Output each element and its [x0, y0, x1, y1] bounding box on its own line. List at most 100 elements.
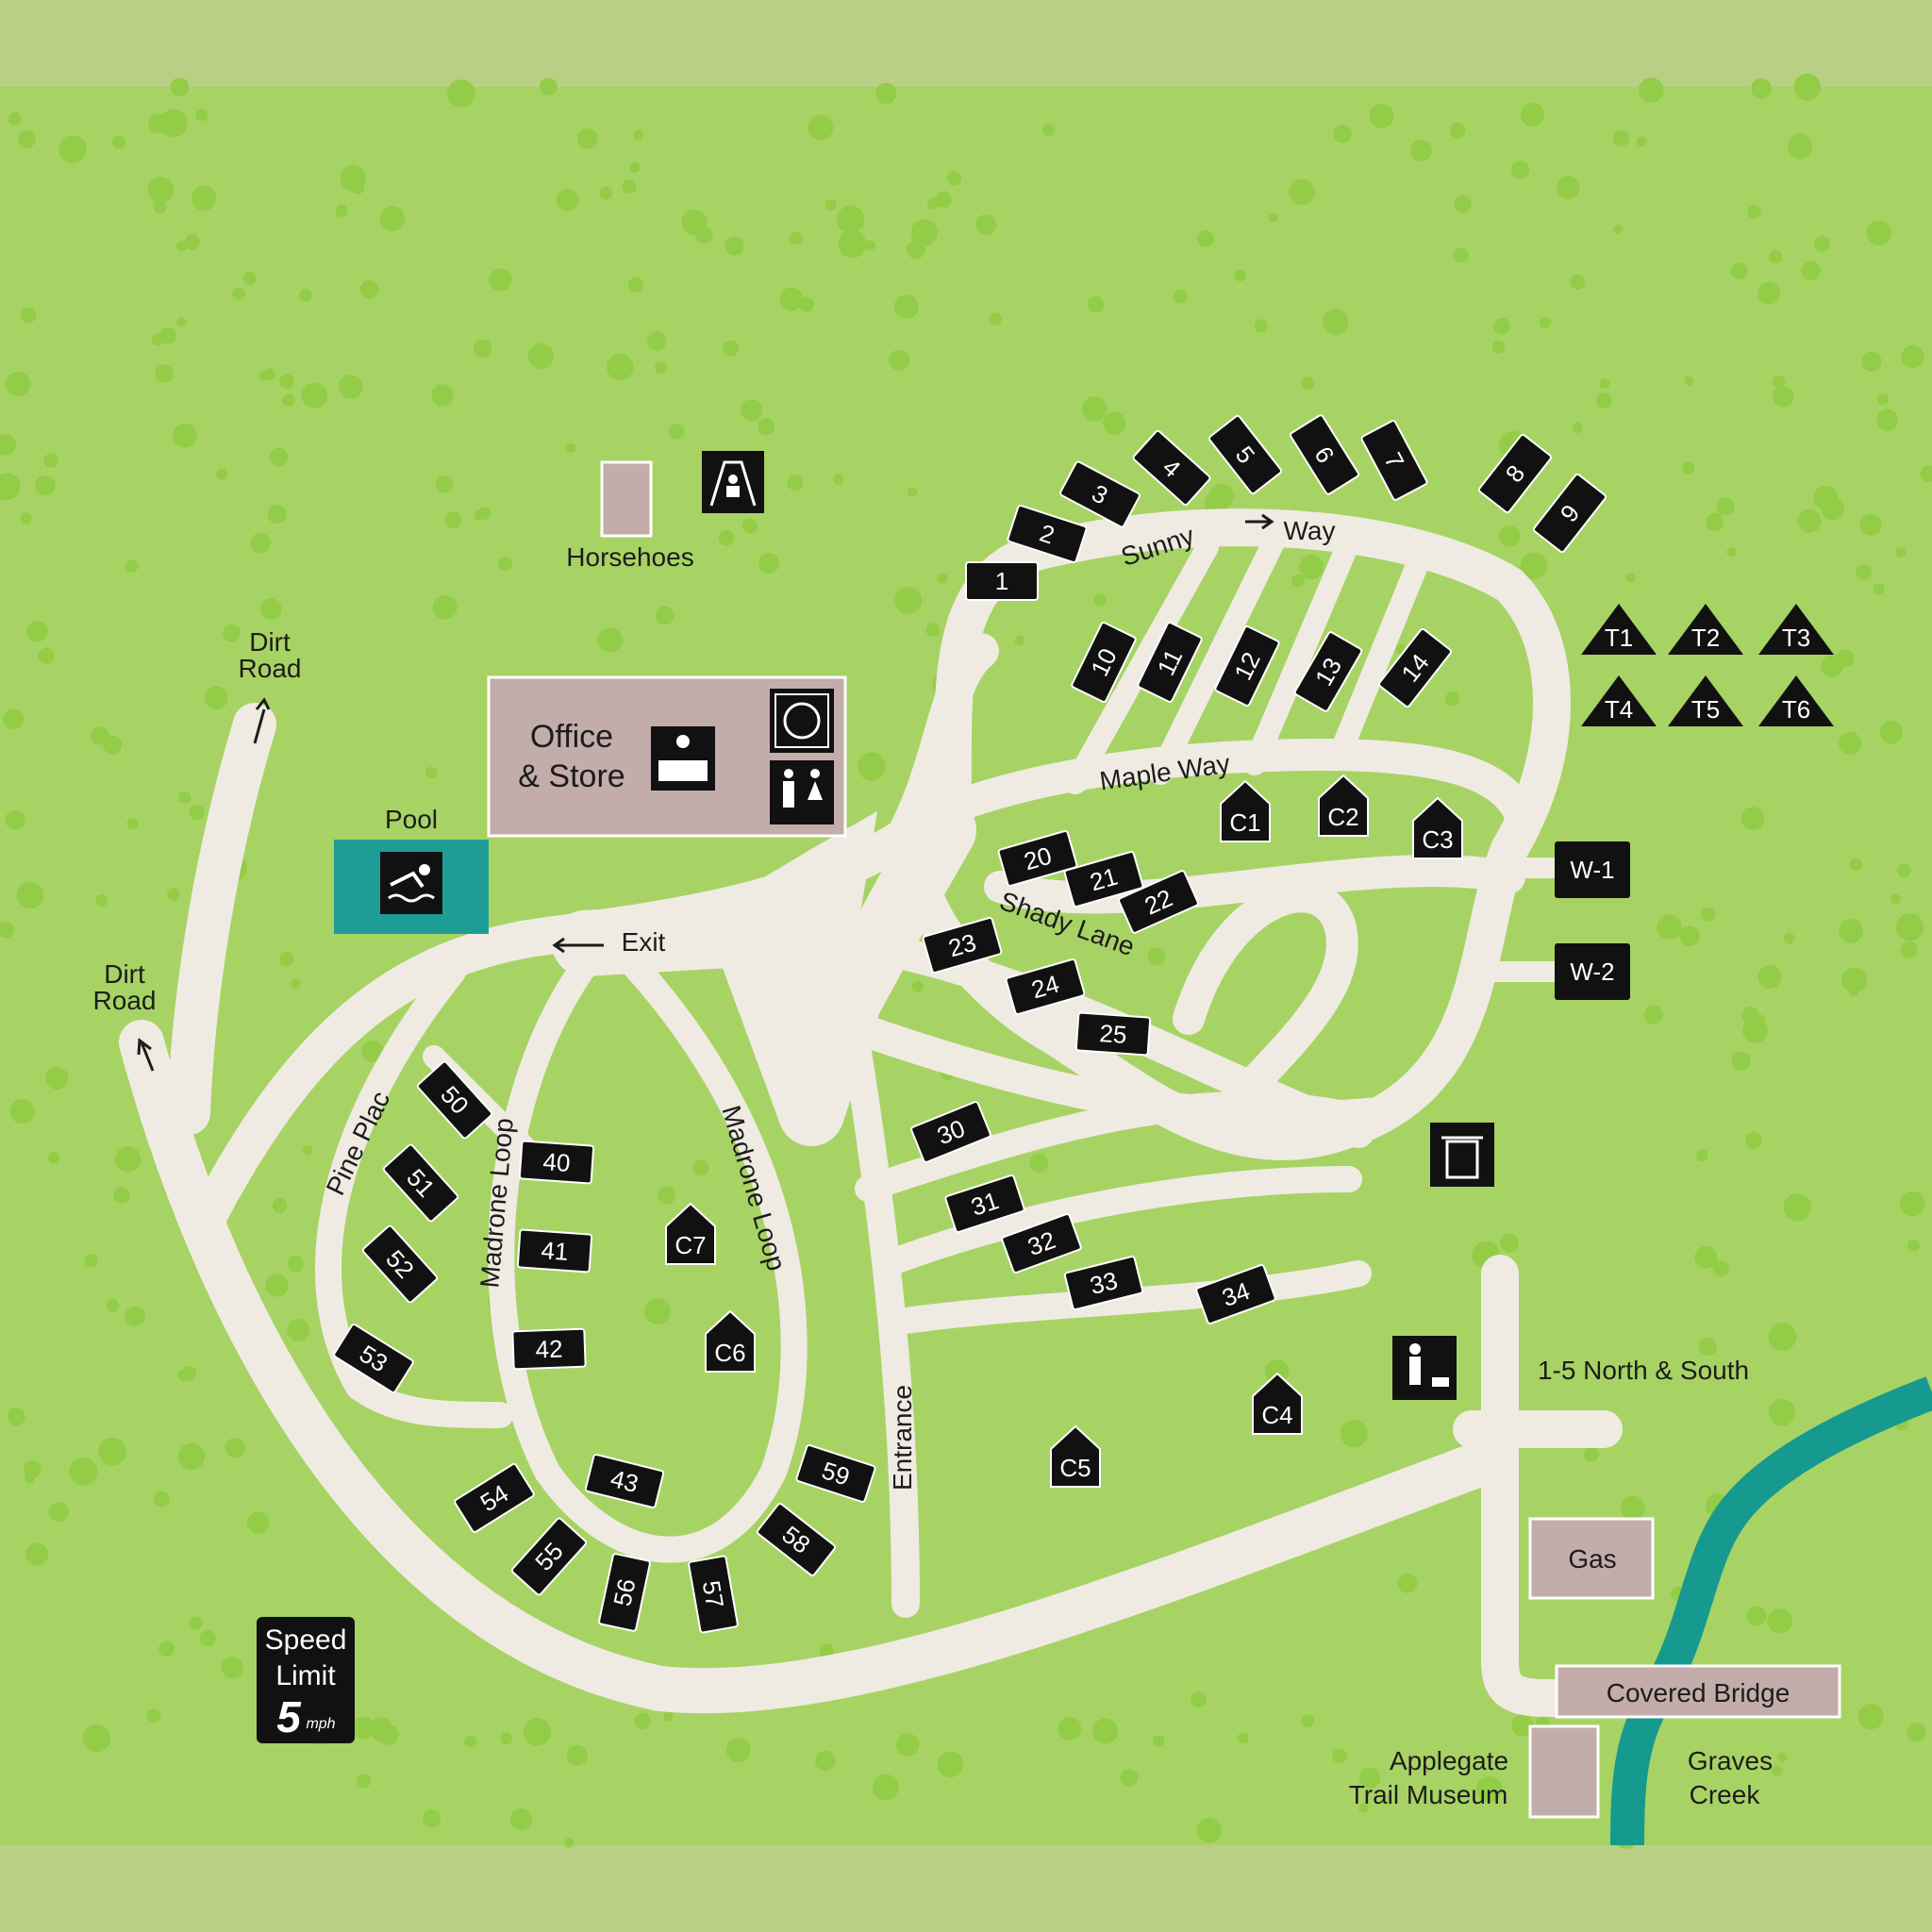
cabin-C7: C7 — [665, 1202, 716, 1265]
campsite-5: 5 — [1208, 414, 1282, 495]
pet-walk-icon — [1392, 1336, 1457, 1400]
campsite-8: 8 — [1478, 433, 1552, 514]
campsite-32: 32 — [1001, 1213, 1082, 1274]
tent-site-T5: T5 — [1668, 675, 1743, 726]
campsite-31: 31 — [944, 1174, 1025, 1233]
playground-icon — [702, 451, 764, 513]
horseshoes-label: Horsehoes — [566, 542, 693, 572]
store-label: & Store — [518, 758, 625, 794]
walk-in-site-label: W-1 — [1570, 856, 1614, 884]
pool-label: Pool — [385, 805, 438, 834]
cabin-label: C4 — [1261, 1401, 1292, 1429]
tent-site-T2: T2 — [1668, 604, 1743, 655]
creek-label-2: Creek — [1690, 1780, 1761, 1809]
campsite-33: 33 — [1063, 1256, 1144, 1310]
cabin-C4: C4 — [1252, 1372, 1303, 1435]
tent-site-T1: T1 — [1581, 604, 1657, 655]
tent-site-label: T5 — [1691, 695, 1720, 724]
campsite-number: 1 — [995, 567, 1008, 595]
campsite-59: 59 — [795, 1444, 876, 1503]
campsite-number: 56 — [608, 1576, 641, 1609]
campsite-number: 57 — [697, 1578, 730, 1610]
campsite-11: 11 — [1137, 622, 1203, 703]
campsite-22: 22 — [1118, 870, 1199, 934]
museum-building — [1528, 1724, 1600, 1819]
museum-label: Applegate — [1390, 1746, 1508, 1775]
road-network — [119, 508, 1623, 1717]
direction-arrows — [137, 513, 1274, 1072]
campsite-53: 53 — [333, 1324, 414, 1393]
campsite-43: 43 — [584, 1454, 665, 1508]
office-label: Office — [530, 719, 613, 755]
campsite-30: 30 — [910, 1101, 991, 1163]
campsite-13: 13 — [1293, 631, 1363, 712]
campsite-14: 14 — [1378, 627, 1452, 708]
walk-in-site-W-1: W-1 — [1555, 841, 1630, 898]
cabin-label: C7 — [675, 1231, 706, 1259]
speed-limit-sign: Speed Limit 5 mph — [257, 1617, 355, 1743]
campsite-51: 51 — [382, 1143, 459, 1223]
campsite-42: 42 — [511, 1327, 587, 1371]
campsite-7: 7 — [1360, 420, 1428, 501]
horseshoes-pit — [600, 460, 653, 538]
swimming-icon — [380, 852, 442, 914]
cabin-C3: C3 — [1412, 796, 1463, 859]
museum-label-2: Trail Museum — [1349, 1780, 1508, 1809]
campsite-52: 52 — [361, 1224, 439, 1304]
campsite-24: 24 — [1005, 958, 1086, 1015]
campsite-56: 56 — [598, 1553, 651, 1632]
cabin-C5: C5 — [1050, 1424, 1101, 1488]
trash-icon — [1430, 1123, 1494, 1187]
campsite-3: 3 — [1059, 460, 1141, 528]
gas-station — [1528, 1517, 1655, 1600]
campsite-40: 40 — [518, 1140, 595, 1185]
dirt-road-north-label: Dirt — [249, 627, 291, 657]
cabin-C1: C1 — [1220, 779, 1271, 842]
covered-bridge — [1555, 1664, 1841, 1719]
cabin-label: C5 — [1059, 1454, 1091, 1482]
campsite-25: 25 — [1074, 1011, 1152, 1057]
entrance-label: Entrance — [888, 1385, 917, 1491]
cabin-C2: C2 — [1318, 774, 1369, 837]
campsite-number: 40 — [542, 1147, 572, 1177]
tent-site-label: T3 — [1782, 624, 1810, 652]
campsite-9: 9 — [1533, 473, 1607, 554]
office-desk-icon — [651, 726, 715, 791]
tent-site-label: T2 — [1691, 624, 1720, 652]
sunny-way-label-2: Way — [1284, 516, 1336, 545]
gas-label: Gas — [1568, 1544, 1616, 1574]
laundry-icon — [770, 689, 834, 753]
campsite-23: 23 — [922, 917, 1003, 974]
speed-limit-line1: Speed — [265, 1624, 347, 1656]
tent-site-T6: T6 — [1758, 675, 1834, 726]
tent-site-label: T6 — [1782, 695, 1810, 724]
campsite-54: 54 — [454, 1463, 535, 1533]
campsite-50: 50 — [416, 1060, 493, 1140]
campsite-10: 10 — [1071, 622, 1137, 703]
campsite-57: 57 — [688, 1555, 739, 1634]
campsite-21: 21 — [1063, 851, 1144, 908]
cabin-label: C1 — [1229, 808, 1260, 837]
walk-in-site-label: W-2 — [1570, 958, 1614, 986]
dirt-road-north-label-2: Road — [239, 654, 302, 683]
cabin-label: C3 — [1422, 825, 1453, 854]
exit-label: Exit — [622, 927, 666, 957]
cabin-label: C2 — [1327, 803, 1358, 831]
campsite-12: 12 — [1214, 625, 1280, 707]
campsite-4: 4 — [1132, 429, 1211, 507]
speed-limit-unit: mph — [306, 1716, 335, 1732]
campsite-20: 20 — [997, 830, 1078, 887]
graves-creek — [1610, 1376, 1932, 1846]
dirt-road-west-label: Dirt — [104, 959, 145, 989]
campsite-55: 55 — [510, 1517, 588, 1596]
campsite-number: 42 — [535, 1335, 563, 1364]
campsite-number: 43 — [608, 1464, 641, 1498]
creek-label: Graves — [1688, 1746, 1773, 1775]
campsite-41: 41 — [516, 1228, 593, 1274]
campsite-1: 1 — [965, 561, 1039, 601]
campsite-number: 25 — [1099, 1019, 1128, 1049]
dirt-road-west-label-2: Road — [93, 986, 157, 1015]
campsite-number: 33 — [1087, 1266, 1120, 1300]
